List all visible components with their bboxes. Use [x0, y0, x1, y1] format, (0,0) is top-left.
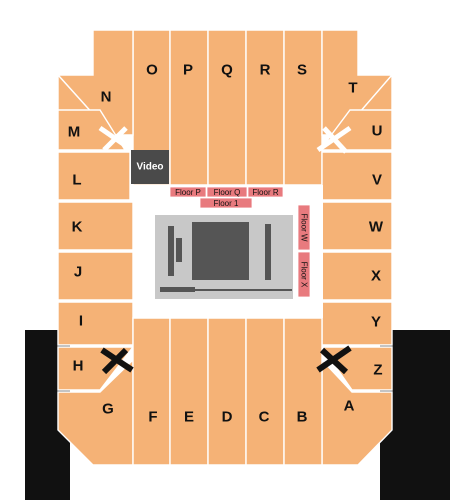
section-q[interactable] [169, 29, 209, 186]
section-label-s: S [297, 62, 307, 79]
section-label-l: L [72, 172, 81, 189]
floor-section-w[interactable] [297, 204, 311, 251]
section-b[interactable] [283, 317, 323, 466]
floor-section-r[interactable] [247, 186, 284, 198]
floor-1-label: Floor 1 [214, 199, 239, 208]
section-label-m: M [68, 124, 81, 141]
section-i[interactable] [57, 301, 134, 346]
floor-r-label: Floor R [252, 188, 278, 197]
section-s[interactable] [245, 29, 285, 186]
section-label-v: V [372, 172, 382, 189]
section-label-u: U [372, 123, 383, 140]
section-label-q: Q [221, 62, 233, 79]
upper-right-aisle [316, 125, 352, 154]
section-c[interactable] [245, 317, 285, 466]
floor-section-p[interactable] [169, 186, 207, 198]
section-label-d: D [222, 409, 233, 426]
section-s-ext[interactable] [283, 29, 323, 186]
section-k[interactable] [57, 201, 134, 251]
floor-x-label: Floor X [300, 262, 309, 288]
section-label-w: W [369, 219, 384, 236]
stage [155, 215, 293, 299]
section-y[interactable] [321, 301, 393, 346]
section-l[interactable] [57, 151, 131, 201]
floor-section-q[interactable] [206, 186, 248, 198]
section-label-y: Y [371, 314, 381, 331]
section-r[interactable] [207, 29, 247, 186]
section-label-o: O [146, 62, 158, 79]
floor-p-label: Floor P [175, 188, 201, 197]
floor-section-1[interactable] [199, 197, 253, 209]
floor-q-label: Floor Q [214, 188, 241, 197]
section-m[interactable] [57, 109, 127, 151]
section-label-z: Z [373, 362, 382, 379]
section-label-x: X [371, 268, 381, 285]
section-label-p: P [183, 62, 193, 79]
section-labels: O P Q R S N M L K J I H G T U V W X Y Z A F E D C B [68, 62, 384, 426]
section-label-i: I [79, 313, 83, 330]
upper-left-aisle [98, 125, 134, 153]
floor-w-label: Floor W [300, 214, 309, 242]
section-label-t: T [348, 80, 357, 97]
section-label-r: R [260, 62, 271, 79]
lower-left-tunnel [100, 347, 134, 375]
section-v[interactable] [321, 151, 393, 201]
section-f[interactable] [132, 317, 171, 466]
section-j[interactable] [57, 251, 134, 301]
section-label-a: A [344, 398, 355, 415]
section-label-b: B [297, 409, 308, 426]
section-label-n: N [101, 89, 112, 106]
section-label-h: H [73, 358, 84, 375]
section-d[interactable] [207, 317, 247, 466]
section-label-j: J [74, 264, 82, 281]
video-label: Video [136, 162, 163, 173]
video-board [131, 150, 169, 184]
section-label-k: K [72, 219, 83, 236]
floor-section-x[interactable] [297, 251, 311, 298]
section-e[interactable] [169, 317, 209, 466]
section-label-c: C [259, 409, 270, 426]
section-label-g: G [102, 401, 114, 418]
section-label-f: F [148, 409, 157, 426]
lower-right-tunnel [316, 345, 352, 375]
section-label-e: E [184, 409, 194, 426]
section-x[interactable] [321, 251, 393, 301]
